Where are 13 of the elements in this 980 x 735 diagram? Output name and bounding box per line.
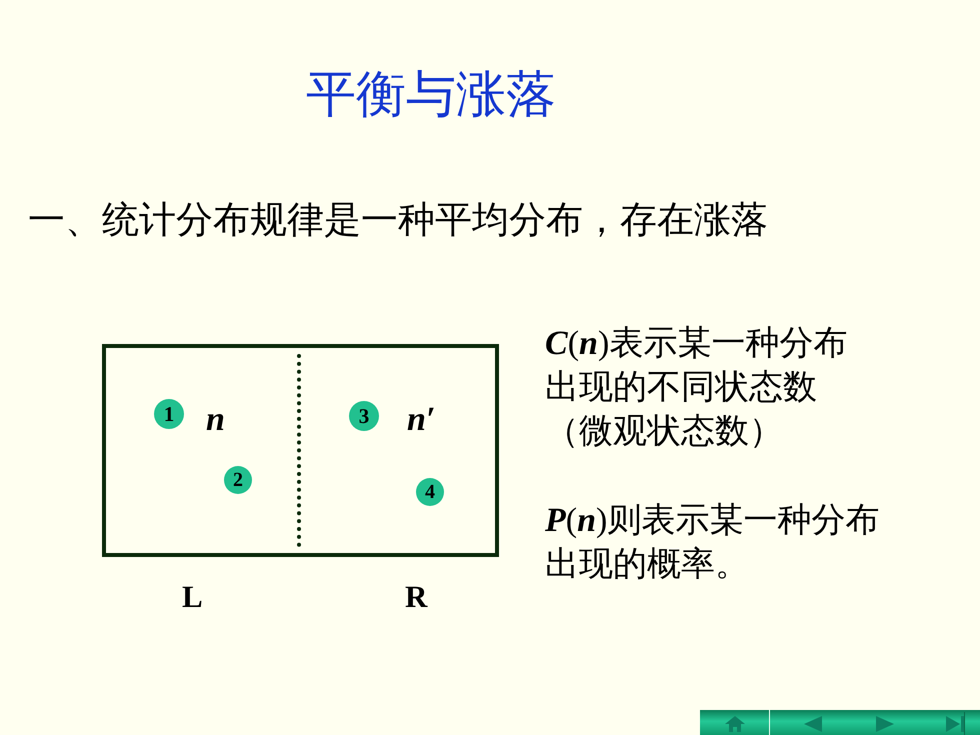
variable-label: n′ [407, 400, 436, 440]
numbered-particle: 3 [349, 401, 379, 431]
side-label: L [182, 578, 203, 616]
description-text: P(n)则表示某一种分布出现的概率。 [545, 501, 880, 585]
section-heading: 一、统计分布规律是一种平均分布，存在涨落 [28, 199, 768, 243]
container-box [102, 344, 499, 557]
side-label: R [405, 578, 428, 616]
numbered-particle: 2 [224, 466, 252, 494]
numbered-particle: 4 [416, 478, 444, 506]
description-text: C(n)表示某一种分布出现的不同状态数（微观状态数） [545, 324, 848, 452]
numbered-particle: 1 [154, 399, 184, 429]
slide-title: 平衡与涨落 [306, 65, 556, 124]
variable-label: n [206, 400, 225, 440]
